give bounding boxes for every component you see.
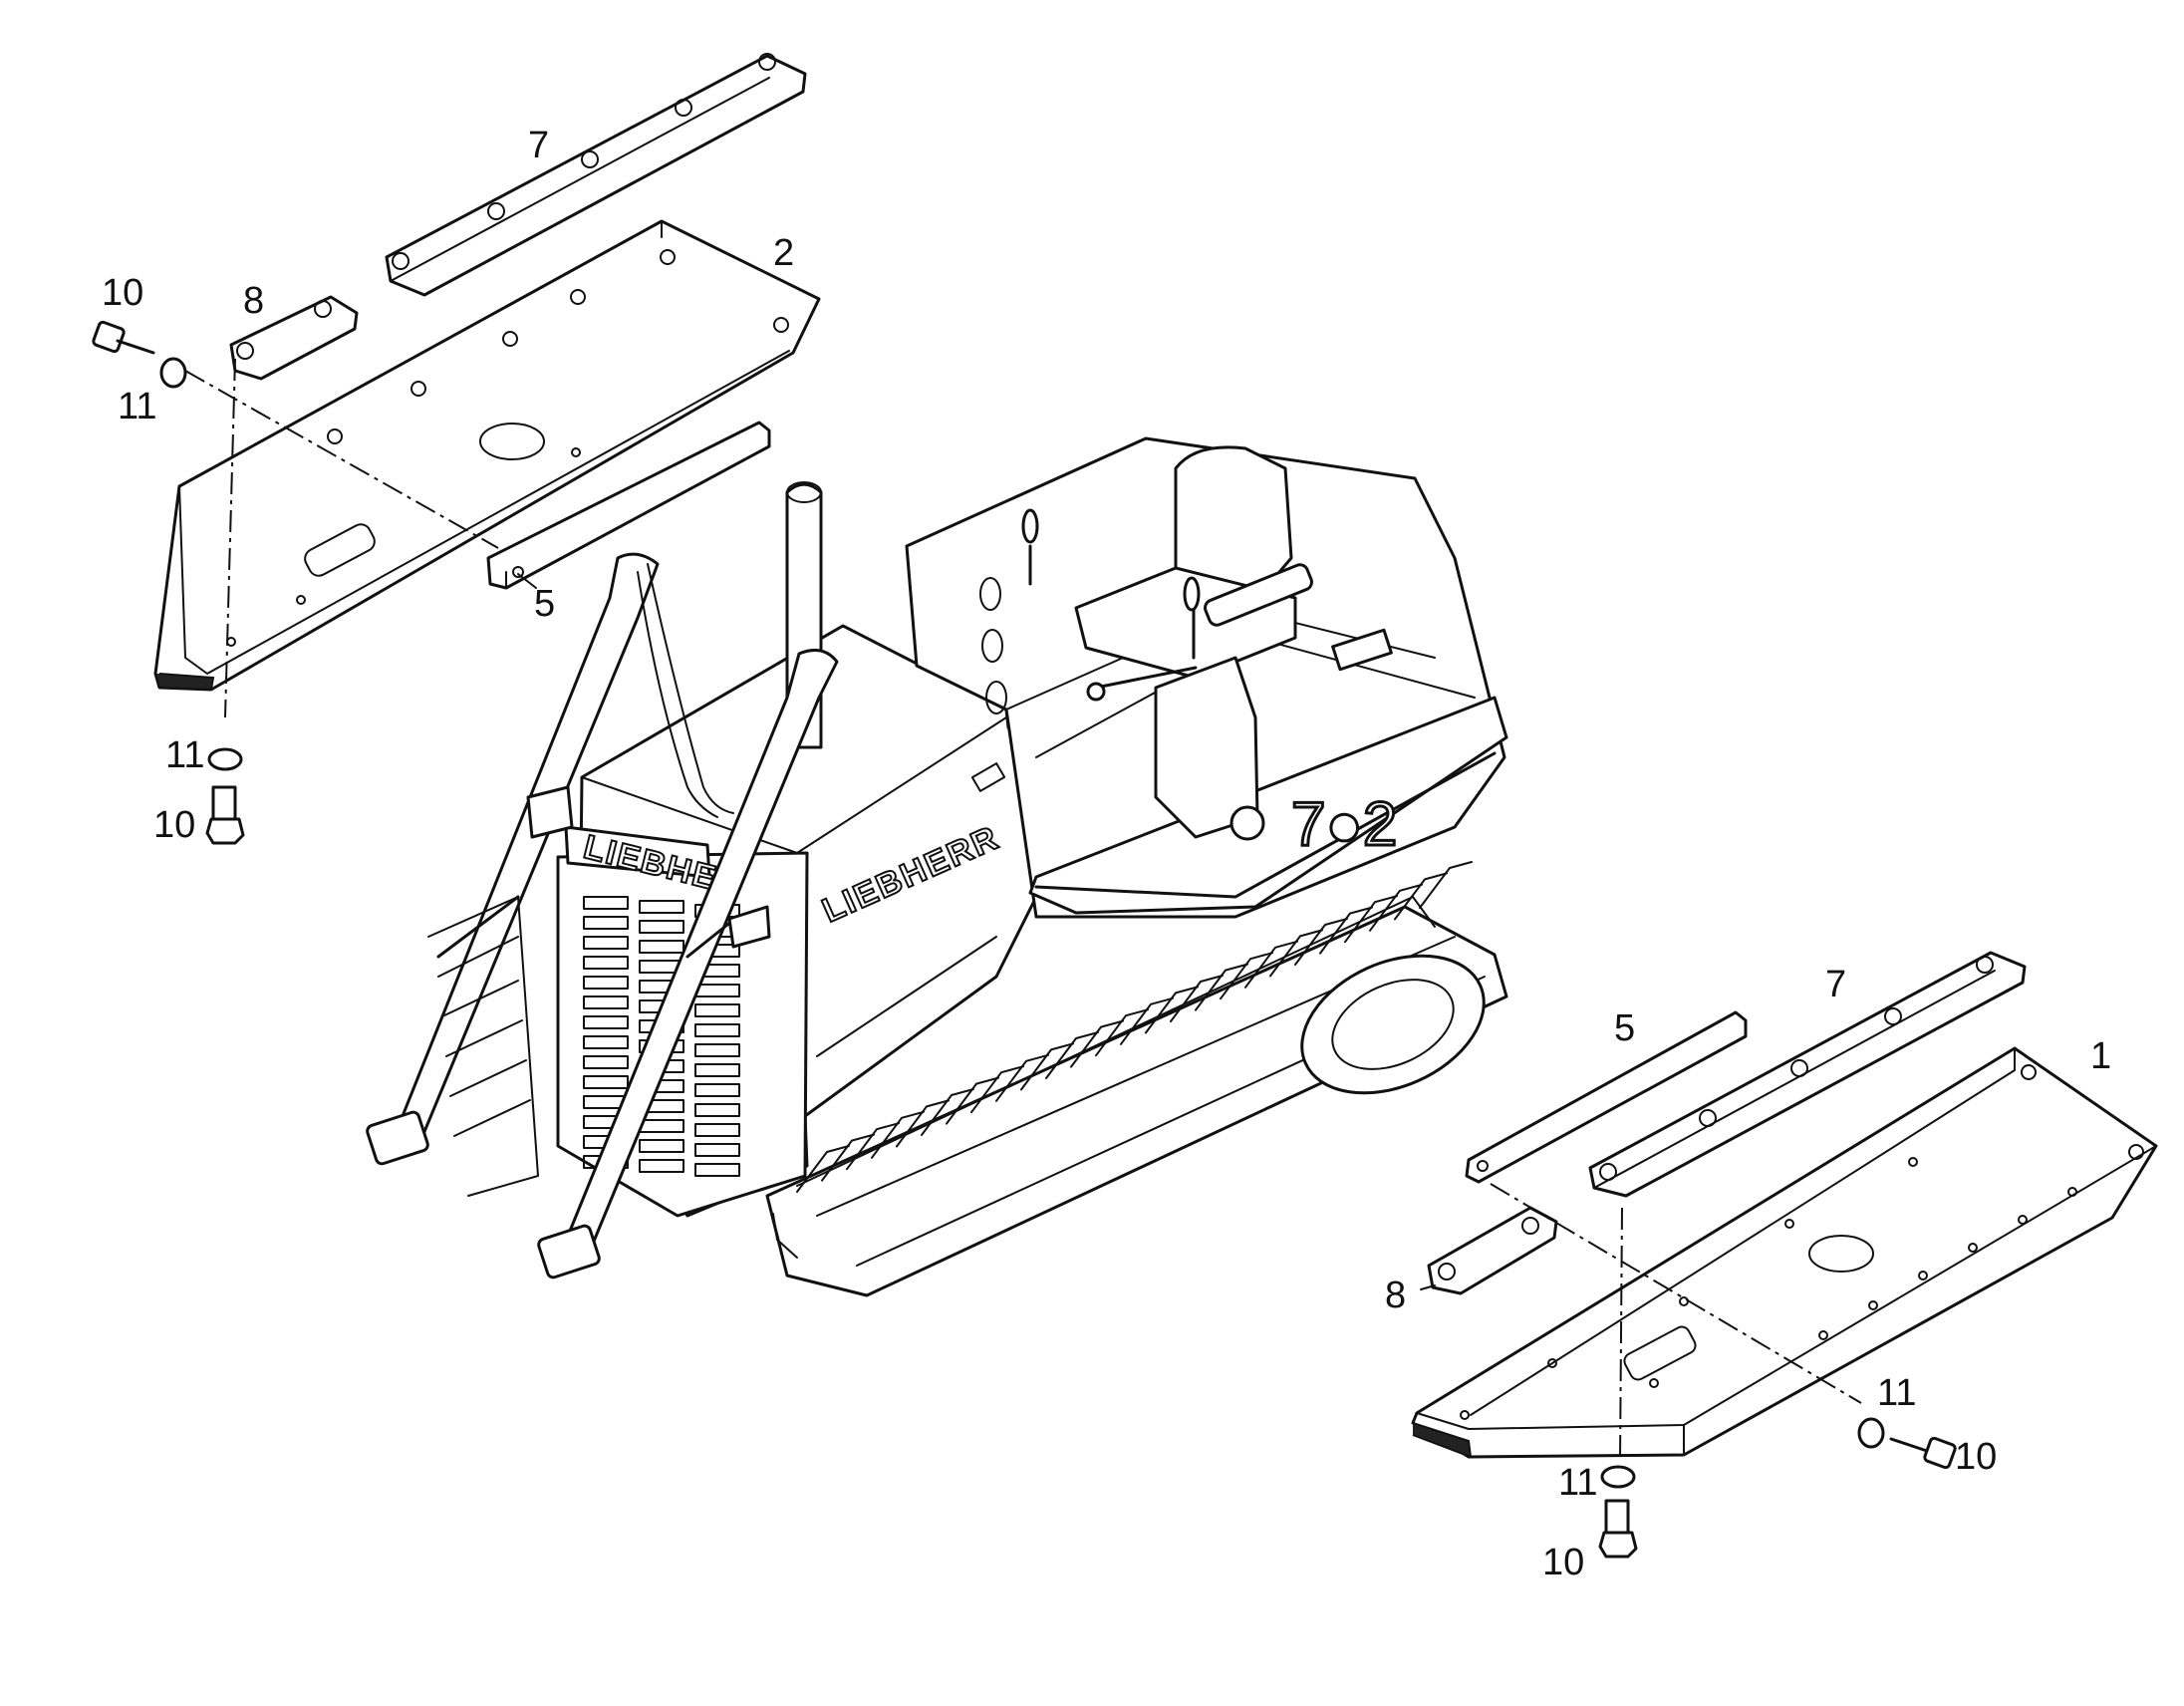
callout-right-1: 1 <box>2090 1035 2111 1077</box>
track-grouser <box>1244 940 1298 989</box>
right-rail-part-7 <box>1588 951 2027 1198</box>
grille-slat <box>583 976 629 990</box>
callout-left-5: 5 <box>534 583 555 625</box>
grille-slat <box>694 1163 740 1177</box>
grille-slat <box>583 1035 629 1049</box>
track-grouser <box>1269 929 1323 978</box>
model-badge: 7●2 <box>1291 790 1397 859</box>
track-grouser <box>921 1088 974 1136</box>
right-plate-part-8 <box>1427 1206 1558 1295</box>
rear-console: 7●2 <box>1154 628 1399 861</box>
track-grouser <box>1419 861 1473 909</box>
left-rail-part-7 <box>385 53 807 297</box>
callout-right-11-bottom: 11 <box>1558 1462 1597 1504</box>
right-hardware <box>1490 1183 1957 1559</box>
track-grouser <box>846 1122 900 1171</box>
track-grouser <box>946 1076 999 1125</box>
track-grouser <box>821 1133 875 1182</box>
left-strip-part-5 <box>486 421 771 590</box>
blade-push-arms <box>366 552 839 1280</box>
callout-left-11-top: 11 <box>118 386 156 427</box>
grille-slat <box>583 1015 629 1029</box>
grille-slat <box>639 900 684 914</box>
track-grouser <box>1120 996 1174 1045</box>
grille-slat <box>639 940 684 954</box>
grille-slat <box>583 916 629 930</box>
track-grouser <box>896 1099 950 1148</box>
grille-slat <box>639 920 684 934</box>
left-hardware <box>92 320 499 845</box>
callout-right-8: 8 <box>1385 1275 1406 1316</box>
callout-left-2: 2 <box>773 232 794 274</box>
grille-slat <box>639 1159 684 1173</box>
grille-slat <box>583 896 629 910</box>
track-grouser <box>1319 906 1373 955</box>
callout-labels: 7 2 8 10 11 5 11 10 5 7 1 8 11 10 11 10 <box>102 125 2111 1583</box>
grille-slat <box>583 1075 629 1089</box>
grille-slat <box>694 1143 740 1157</box>
track-grouser <box>796 1145 850 1193</box>
track-grouser <box>1394 872 1448 921</box>
control-levers <box>1021 508 1201 702</box>
track-grouser <box>1195 963 1248 1011</box>
callout-left-7: 7 <box>528 125 549 166</box>
grille-slat <box>694 1043 740 1057</box>
left-pan-part-2 <box>153 219 821 692</box>
operator-seat <box>1074 445 1313 680</box>
track-grouser <box>1070 1019 1124 1068</box>
callout-right-11-side: 11 <box>1877 1372 1916 1414</box>
track-grouser <box>1145 986 1199 1034</box>
grille-slat <box>583 956 629 970</box>
callout-left-10-top: 10 <box>102 272 143 314</box>
callout-right-10-bottom: 10 <box>1542 1542 1584 1583</box>
track-grouser <box>1220 952 1273 1000</box>
callout-right-5: 5 <box>1614 1007 1635 1049</box>
callout-left-8: 8 <box>243 280 264 322</box>
track-grouser <box>1369 883 1423 932</box>
track-grouser <box>995 1053 1049 1102</box>
track-grousers <box>796 861 1473 1193</box>
track-grouser <box>1020 1042 1074 1091</box>
grille-slat <box>694 1063 740 1077</box>
grille-slat <box>694 1023 740 1037</box>
track-grouser <box>871 1110 925 1159</box>
track-grouser <box>1045 1031 1099 1079</box>
grille-slat <box>583 995 629 1009</box>
right-pan-part-1 <box>1411 1046 2158 1459</box>
drive-sprocket <box>1300 954 1486 1095</box>
grille-slat <box>583 1055 629 1069</box>
grille-slat <box>694 1003 740 1017</box>
dozer-machine: 7●2 LIEBHERR LIEBHE <box>366 436 1508 1297</box>
track-grouser <box>1170 975 1224 1022</box>
grille-slat <box>694 1083 740 1097</box>
grille-slat <box>694 1103 740 1117</box>
leader-lines <box>517 573 1436 1290</box>
callout-left-11-bottom: 11 <box>165 734 204 776</box>
grille-slat <box>639 1139 684 1153</box>
grille-slat <box>694 1123 740 1137</box>
track-grouser <box>1344 895 1398 944</box>
callout-right-10-side: 10 <box>1955 1436 1997 1478</box>
callout-left-10-bottom: 10 <box>153 804 195 846</box>
track-grouser <box>1095 1008 1149 1057</box>
grille-slat <box>583 936 629 950</box>
track-grouser <box>1294 918 1348 966</box>
left-track-side <box>427 896 539 1197</box>
right-strip-part-5 <box>1465 1010 1748 1184</box>
callout-right-7: 7 <box>1825 964 1846 1005</box>
track-grouser <box>970 1065 1024 1114</box>
